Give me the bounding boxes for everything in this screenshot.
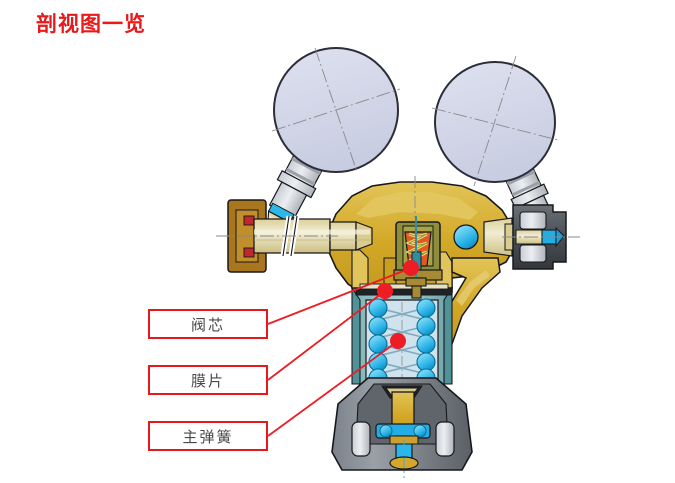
valve-ball-seal — [453, 224, 479, 250]
leader-line-1 — [267, 290, 386, 381]
callout-label-diaphragm: 膜片 — [190, 372, 225, 390]
shutoff-valve-knob[interactable] — [453, 204, 580, 270]
leader-line-0 — [267, 267, 412, 325]
callout-label-main-spring: 主弹簧 — [182, 428, 234, 446]
diaphragm-plate — [355, 277, 453, 299]
callout-label-valve-core: 阀芯 — [190, 316, 225, 334]
main-spring — [368, 298, 436, 388]
callout-leaders — [267, 260, 419, 437]
bonnet-base — [331, 377, 473, 478]
leader-dot-1 — [377, 283, 393, 299]
valve-core-spring — [405, 232, 428, 263]
inlet-stem-shaft — [216, 215, 373, 257]
page-title: 剖视图一览 — [36, 13, 146, 36]
inlet-seal-ring — [243, 215, 255, 226]
leader-line-2 — [267, 340, 399, 437]
callout-box-main-spring: 主弹簧 — [148, 421, 268, 451]
inlet-seal-ring — [243, 247, 255, 258]
callout-box-diaphragm: 膜片 — [148, 365, 268, 395]
leader-dot-0 — [403, 260, 419, 276]
leader-dot-2 — [390, 333, 406, 349]
callout-box-valve-core: 阀芯 — [148, 309, 268, 339]
